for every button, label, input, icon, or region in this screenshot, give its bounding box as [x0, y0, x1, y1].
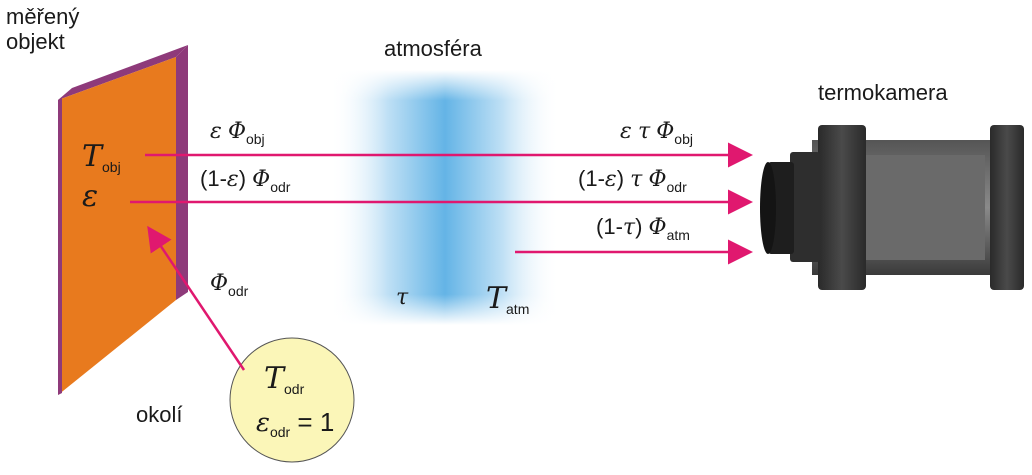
- flux-object-right-label: ε τ Φobj: [620, 119, 693, 147]
- arrows: [130, 142, 753, 371]
- atmosphere-transmittance-label: τ: [396, 285, 409, 310]
- atmosphere-temperature-label: Tatm: [486, 281, 530, 317]
- object-label: měřený objekt: [6, 4, 80, 55]
- surroundings-circle: [229, 337, 355, 463]
- surroundings-label: okolí: [136, 402, 183, 427]
- surroundings-emissivity-label: εodr = 1: [256, 407, 335, 440]
- surroundings-temperature-label: Todr: [264, 361, 305, 397]
- object-temperature-label: Tobj: [82, 139, 121, 175]
- flux-atmosphere-label: (1-τ) Φatm: [596, 214, 690, 243]
- atmosphere-label: atmosféra: [384, 36, 482, 61]
- atmosphere-band: [330, 70, 560, 325]
- thermal-camera: [760, 125, 1024, 290]
- camera-label: termokamera: [818, 80, 948, 105]
- flux-reflected-right-label: (1-ε) τ Φodr: [578, 166, 687, 195]
- flux-reflected-left-label: (1-ε) Φodr: [200, 166, 291, 195]
- arrow-surroundings: [147, 225, 246, 371]
- flux-object-left-label: ε Φobj: [210, 119, 265, 147]
- object-plate: [58, 45, 188, 395]
- flux-surroundings-label: Φodr: [210, 271, 249, 299]
- object-emissivity-label: ε: [82, 179, 99, 214]
